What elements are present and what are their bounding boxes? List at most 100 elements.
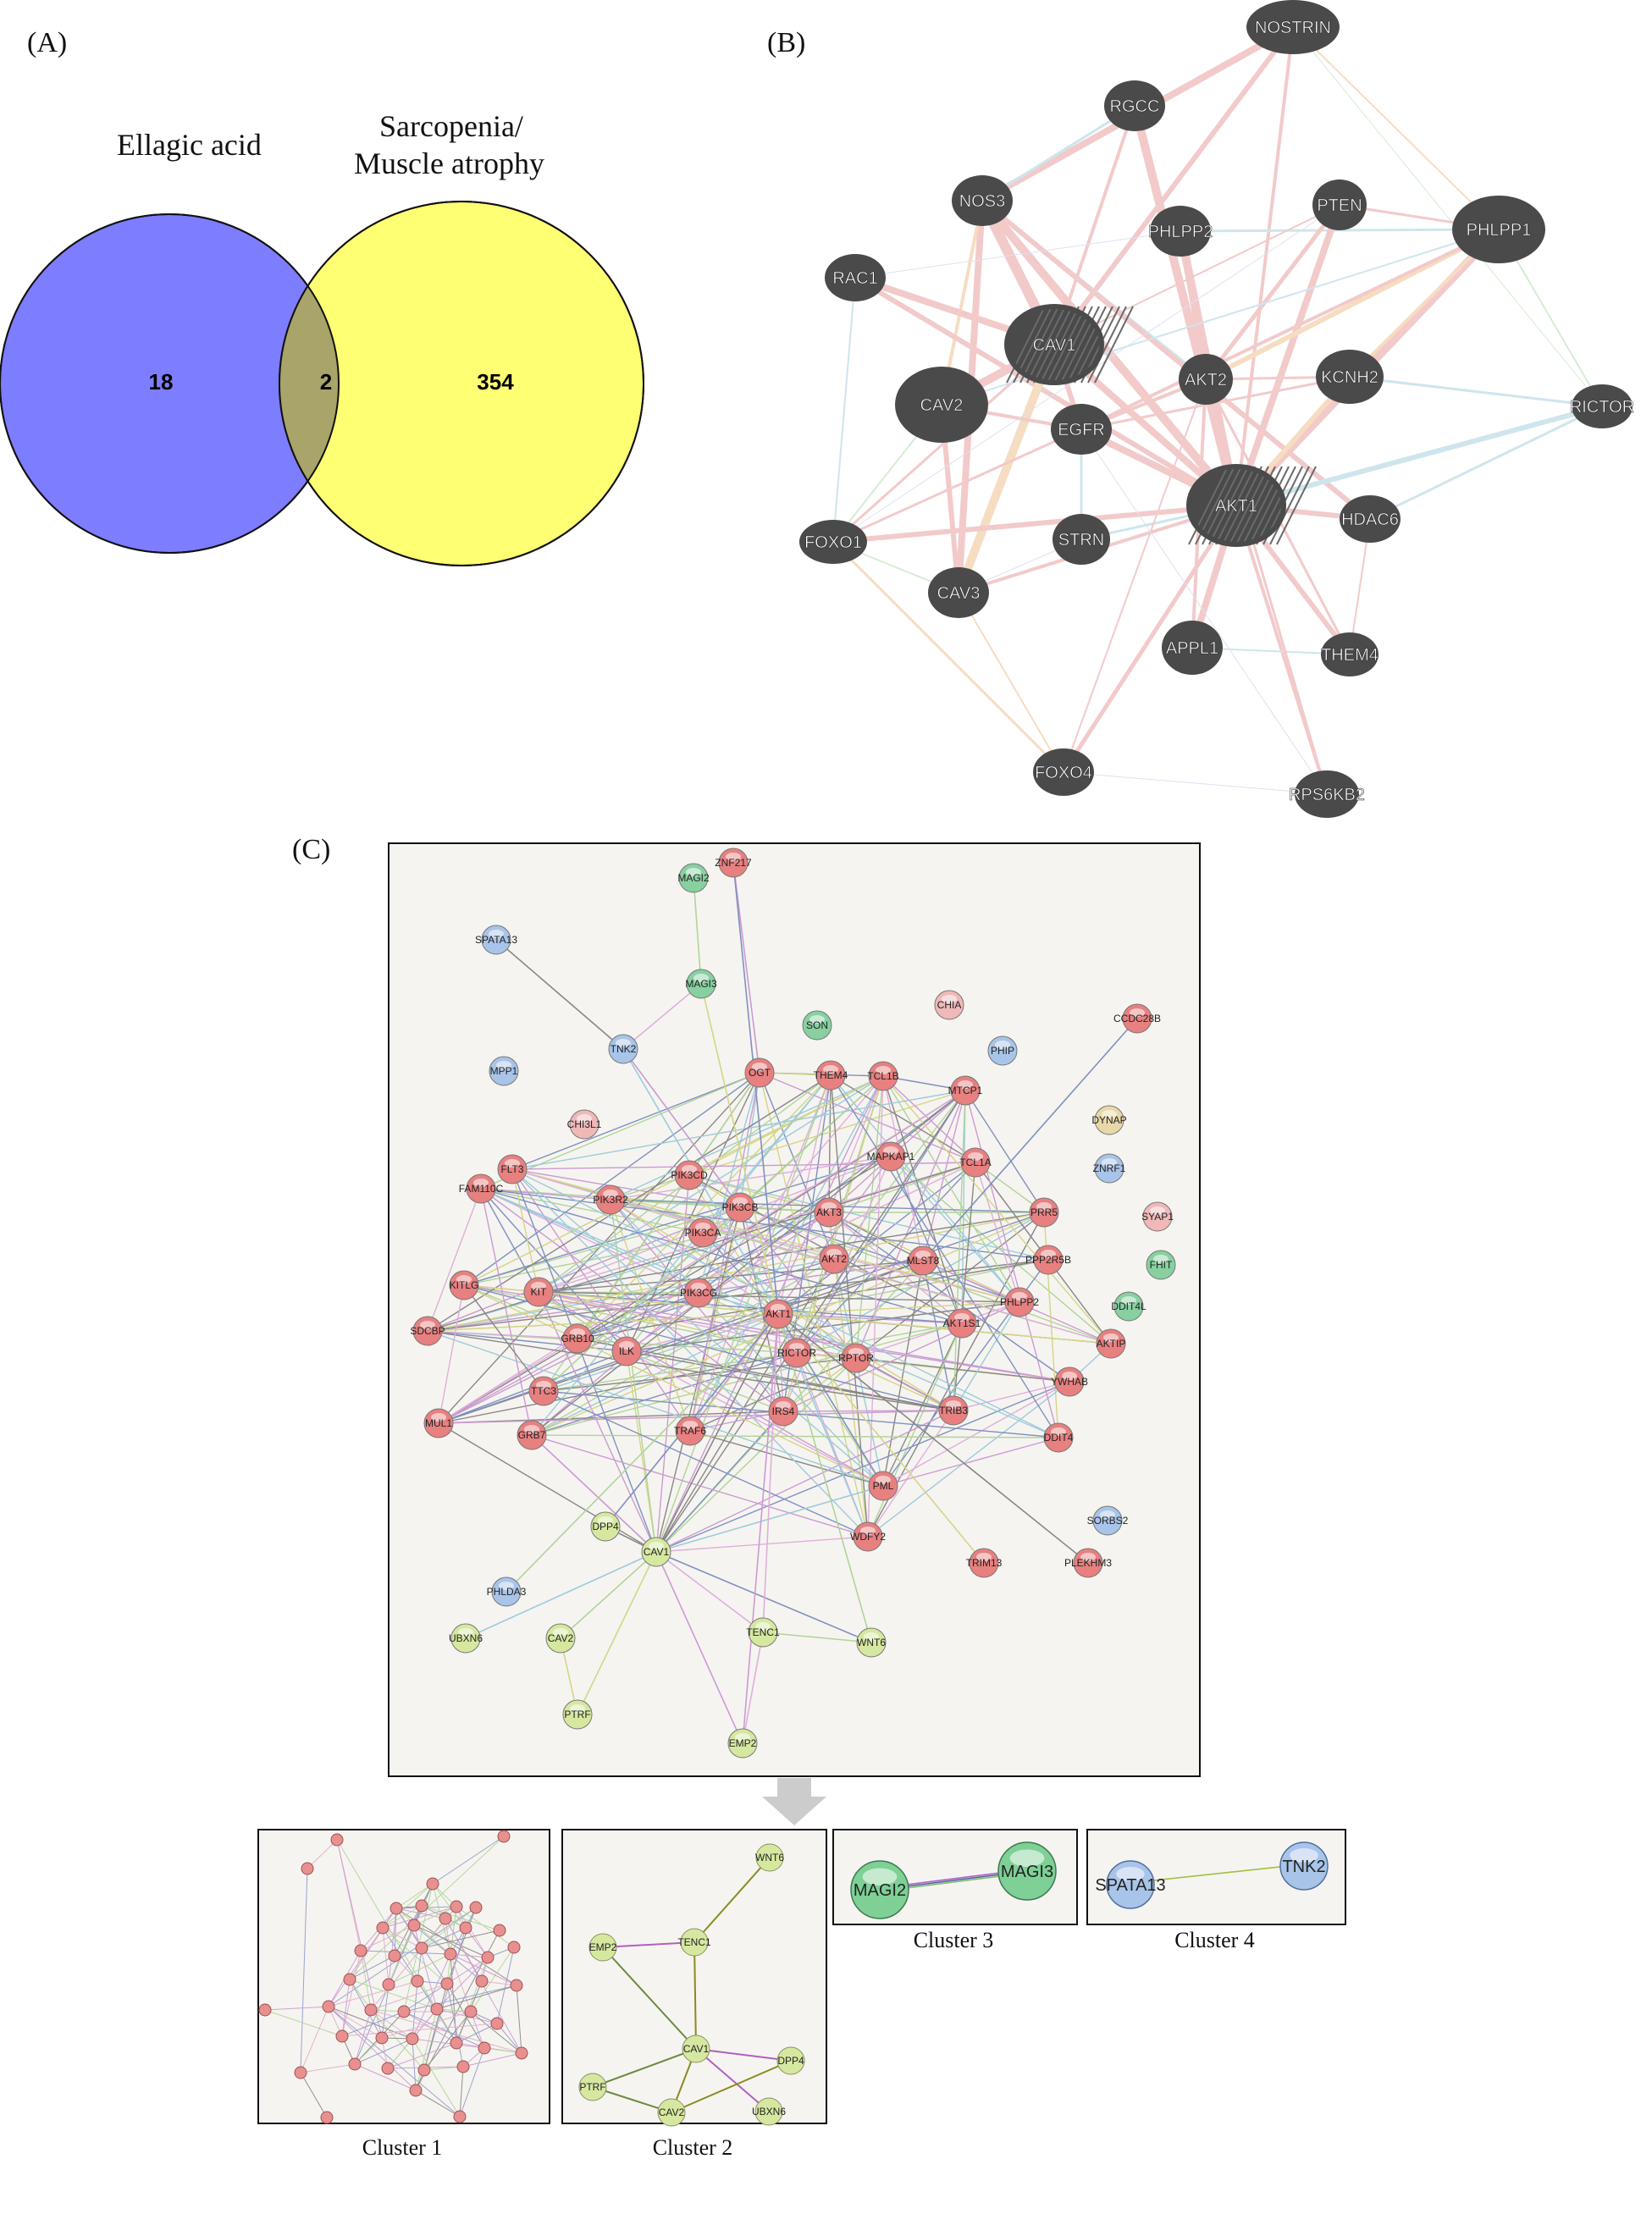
string-node-sdcbp[interactable]: SDCBP (410, 1316, 445, 1346)
cluster-1-node[interactable] (430, 2002, 444, 2016)
string-node-grb7[interactable]: GRB7 (517, 1420, 547, 1450)
cluster-1-node[interactable] (444, 1947, 457, 1961)
cluster-1-node[interactable] (258, 2003, 272, 2017)
string-node-wdfy2[interactable]: WDFY2 (850, 1521, 886, 1552)
string-node-ogt[interactable]: OGT (744, 1057, 775, 1088)
cluster-2-node-cav2[interactable]: CAV2 (657, 2098, 686, 2127)
cluster-2-node-wnt6[interactable]: WNT6 (755, 1843, 784, 1872)
string-node-ddit4[interactable]: DDIT4 (1043, 1422, 1074, 1453)
gm-node-phlpp1[interactable]: PHLPP1 (1452, 196, 1545, 263)
string-node-dynap[interactable]: DYNAP (1091, 1105, 1127, 1135)
cluster-1-node[interactable] (439, 1912, 452, 1925)
cluster-1-node[interactable] (493, 1924, 506, 1937)
string-node-ptrf[interactable]: PTRF (562, 1699, 593, 1730)
cluster-1-node[interactable] (407, 1919, 421, 1932)
cluster-1-node[interactable] (475, 1974, 489, 1988)
string-node-syap1[interactable]: SYAP1 (1141, 1201, 1174, 1232)
gm-node-hdac6[interactable]: HDAC6 (1340, 495, 1401, 543)
cluster-1-node[interactable] (322, 2000, 335, 2013)
string-node-ccdc28b[interactable]: CCDC28B (1113, 1003, 1161, 1034)
gm-node-strn[interactable]: STRN (1053, 514, 1110, 565)
string-node-mlst8[interactable]: MLST8 (907, 1245, 940, 1276)
cluster-1-node[interactable] (397, 2005, 411, 2018)
cluster-1-node[interactable] (515, 2046, 528, 2060)
string-node-ttc3[interactable]: TTC3 (528, 1376, 559, 1406)
string-node-phip[interactable]: PHIP (987, 1035, 1018, 1066)
string-node-plekhm3[interactable]: PLEKHM3 (1064, 1548, 1112, 1578)
string-node-cav1[interactable]: CAV1 (641, 1537, 671, 1567)
cluster-1-node[interactable] (453, 2110, 467, 2123)
cluster-2-node-ptrf[interactable]: PTRF (578, 2073, 607, 2101)
cluster-1-node[interactable] (417, 2063, 431, 2077)
string-node-akt1s1[interactable]: AKT1S1 (943, 1308, 981, 1339)
cluster-2-node-emp2[interactable]: EMP2 (588, 1933, 617, 1962)
cluster-1-node[interactable] (481, 1951, 494, 1964)
string-node-wnt6[interactable]: WNT6 (856, 1627, 887, 1658)
cluster-1-node[interactable] (459, 1921, 472, 1935)
cluster-1-node[interactable] (450, 1900, 463, 1913)
cluster-4-node-tnk2[interactable]: TNK2 (1279, 1841, 1329, 1891)
string-node-cav2[interactable]: CAV2 (545, 1623, 576, 1654)
cluster-2-node-cav1[interactable]: CAV1 (682, 2035, 710, 2063)
string-node-tcl1a[interactable]: TCL1A (959, 1147, 992, 1178)
gm-node-rgcc[interactable]: RGCC (1104, 80, 1165, 131)
string-node-pml[interactable]: PML (868, 1471, 898, 1501)
gm-node-pten[interactable]: PTEN (1312, 179, 1367, 230)
cluster-1-node[interactable] (294, 2066, 307, 2079)
string-node-mul1[interactable]: MUL1 (423, 1408, 454, 1438)
string-node-them4[interactable]: THEM4 (814, 1060, 848, 1090)
cluster-1-node[interactable] (390, 1902, 403, 1915)
string-node-pik3cg[interactable]: PIK3CG (680, 1278, 717, 1308)
cluster-2-node-ubxn6[interactable]: UBXN6 (752, 2097, 786, 2126)
cluster-1-node[interactable] (411, 1974, 424, 1988)
gm-node-nostrin[interactable]: NOSTRIN (1246, 0, 1340, 54)
string-node-akt3[interactable]: AKT3 (814, 1197, 844, 1228)
gm-node-appl1[interactable]: APPL1 (1162, 621, 1223, 675)
cluster-1-node[interactable] (426, 1877, 439, 1891)
string-node-fam110c[interactable]: FAM110C (459, 1173, 504, 1204)
cluster-4-node-spata13[interactable]: SPATA13 (1095, 1860, 1166, 1909)
gm-node-cav3[interactable]: CAV3 (928, 567, 989, 618)
gm-node-cav1[interactable]: CAV1 (1004, 304, 1134, 385)
string-node-ywhab[interactable]: YWHAB (1051, 1366, 1088, 1397)
cluster-2-node-tenc1[interactable]: TENC1 (677, 1928, 711, 1957)
cluster-1-node[interactable] (490, 2017, 504, 2030)
string-node-ddit4l[interactable]: DDIT4L (1111, 1291, 1146, 1322)
cluster-1-node[interactable] (343, 1973, 356, 1986)
gm-node-foxo4[interactable]: FOXO4 (1033, 748, 1094, 796)
string-node-prr5[interactable]: PRR5 (1029, 1197, 1059, 1228)
cluster-3-node-magi3[interactable]: MAGI3 (997, 1841, 1057, 1901)
string-node-magi3[interactable]: MAGI3 (685, 969, 717, 999)
string-node-trib3[interactable]: TRIB3 (938, 1395, 969, 1426)
cluster-1-node[interactable] (381, 2062, 395, 2075)
string-node-mpp1[interactable]: MPP1 (489, 1056, 519, 1086)
string-node-sorbs2[interactable]: SORBS2 (1087, 1505, 1129, 1536)
gm-node-akt1[interactable]: AKT1 (1186, 464, 1317, 547)
cluster-1-node[interactable] (415, 1941, 428, 1955)
cluster-1-node[interactable] (364, 2003, 378, 2017)
string-node-emp2[interactable]: EMP2 (727, 1728, 758, 1759)
string-node-ubxn6[interactable]: UBXN6 (449, 1623, 483, 1654)
cluster-1-node[interactable] (456, 2060, 470, 2073)
gm-node-rictor[interactable]: RICTOR (1570, 384, 1634, 428)
gm-node-akt2[interactable]: AKT2 (1179, 354, 1233, 405)
cluster-1-node[interactable] (510, 1979, 523, 1992)
string-node-chi3l1[interactable]: CHI3L1 (567, 1109, 602, 1140)
cluster-3-node-magi2[interactable]: MAGI2 (850, 1860, 909, 1919)
string-node-flt3[interactable]: FLT3 (497, 1154, 528, 1184)
string-node-ppp2r5b[interactable]: PPP2R5B (1025, 1245, 1071, 1275)
string-node-pik3r2[interactable]: PIK3R2 (593, 1184, 628, 1215)
cluster-1-node[interactable] (409, 2084, 423, 2097)
string-node-grb10[interactable]: GRB10 (561, 1323, 594, 1354)
cluster-1-node[interactable] (375, 2031, 389, 2045)
string-node-dpp4[interactable]: DPP4 (590, 1511, 621, 1542)
string-node-akt2[interactable]: AKT2 (819, 1244, 849, 1274)
string-node-trim13[interactable]: TRIM13 (966, 1548, 1003, 1578)
string-node-irs4[interactable]: IRS4 (768, 1396, 798, 1427)
string-node-mapkap1[interactable]: MAPKAP1 (867, 1141, 915, 1172)
cluster-1-node[interactable] (388, 1949, 401, 1963)
string-node-chia[interactable]: CHIA (934, 990, 964, 1020)
string-node-kit[interactable]: KIT (523, 1277, 554, 1307)
cluster-1-node[interactable] (469, 1901, 483, 1914)
gm-node-them4[interactable]: THEM4 (1321, 632, 1379, 676)
